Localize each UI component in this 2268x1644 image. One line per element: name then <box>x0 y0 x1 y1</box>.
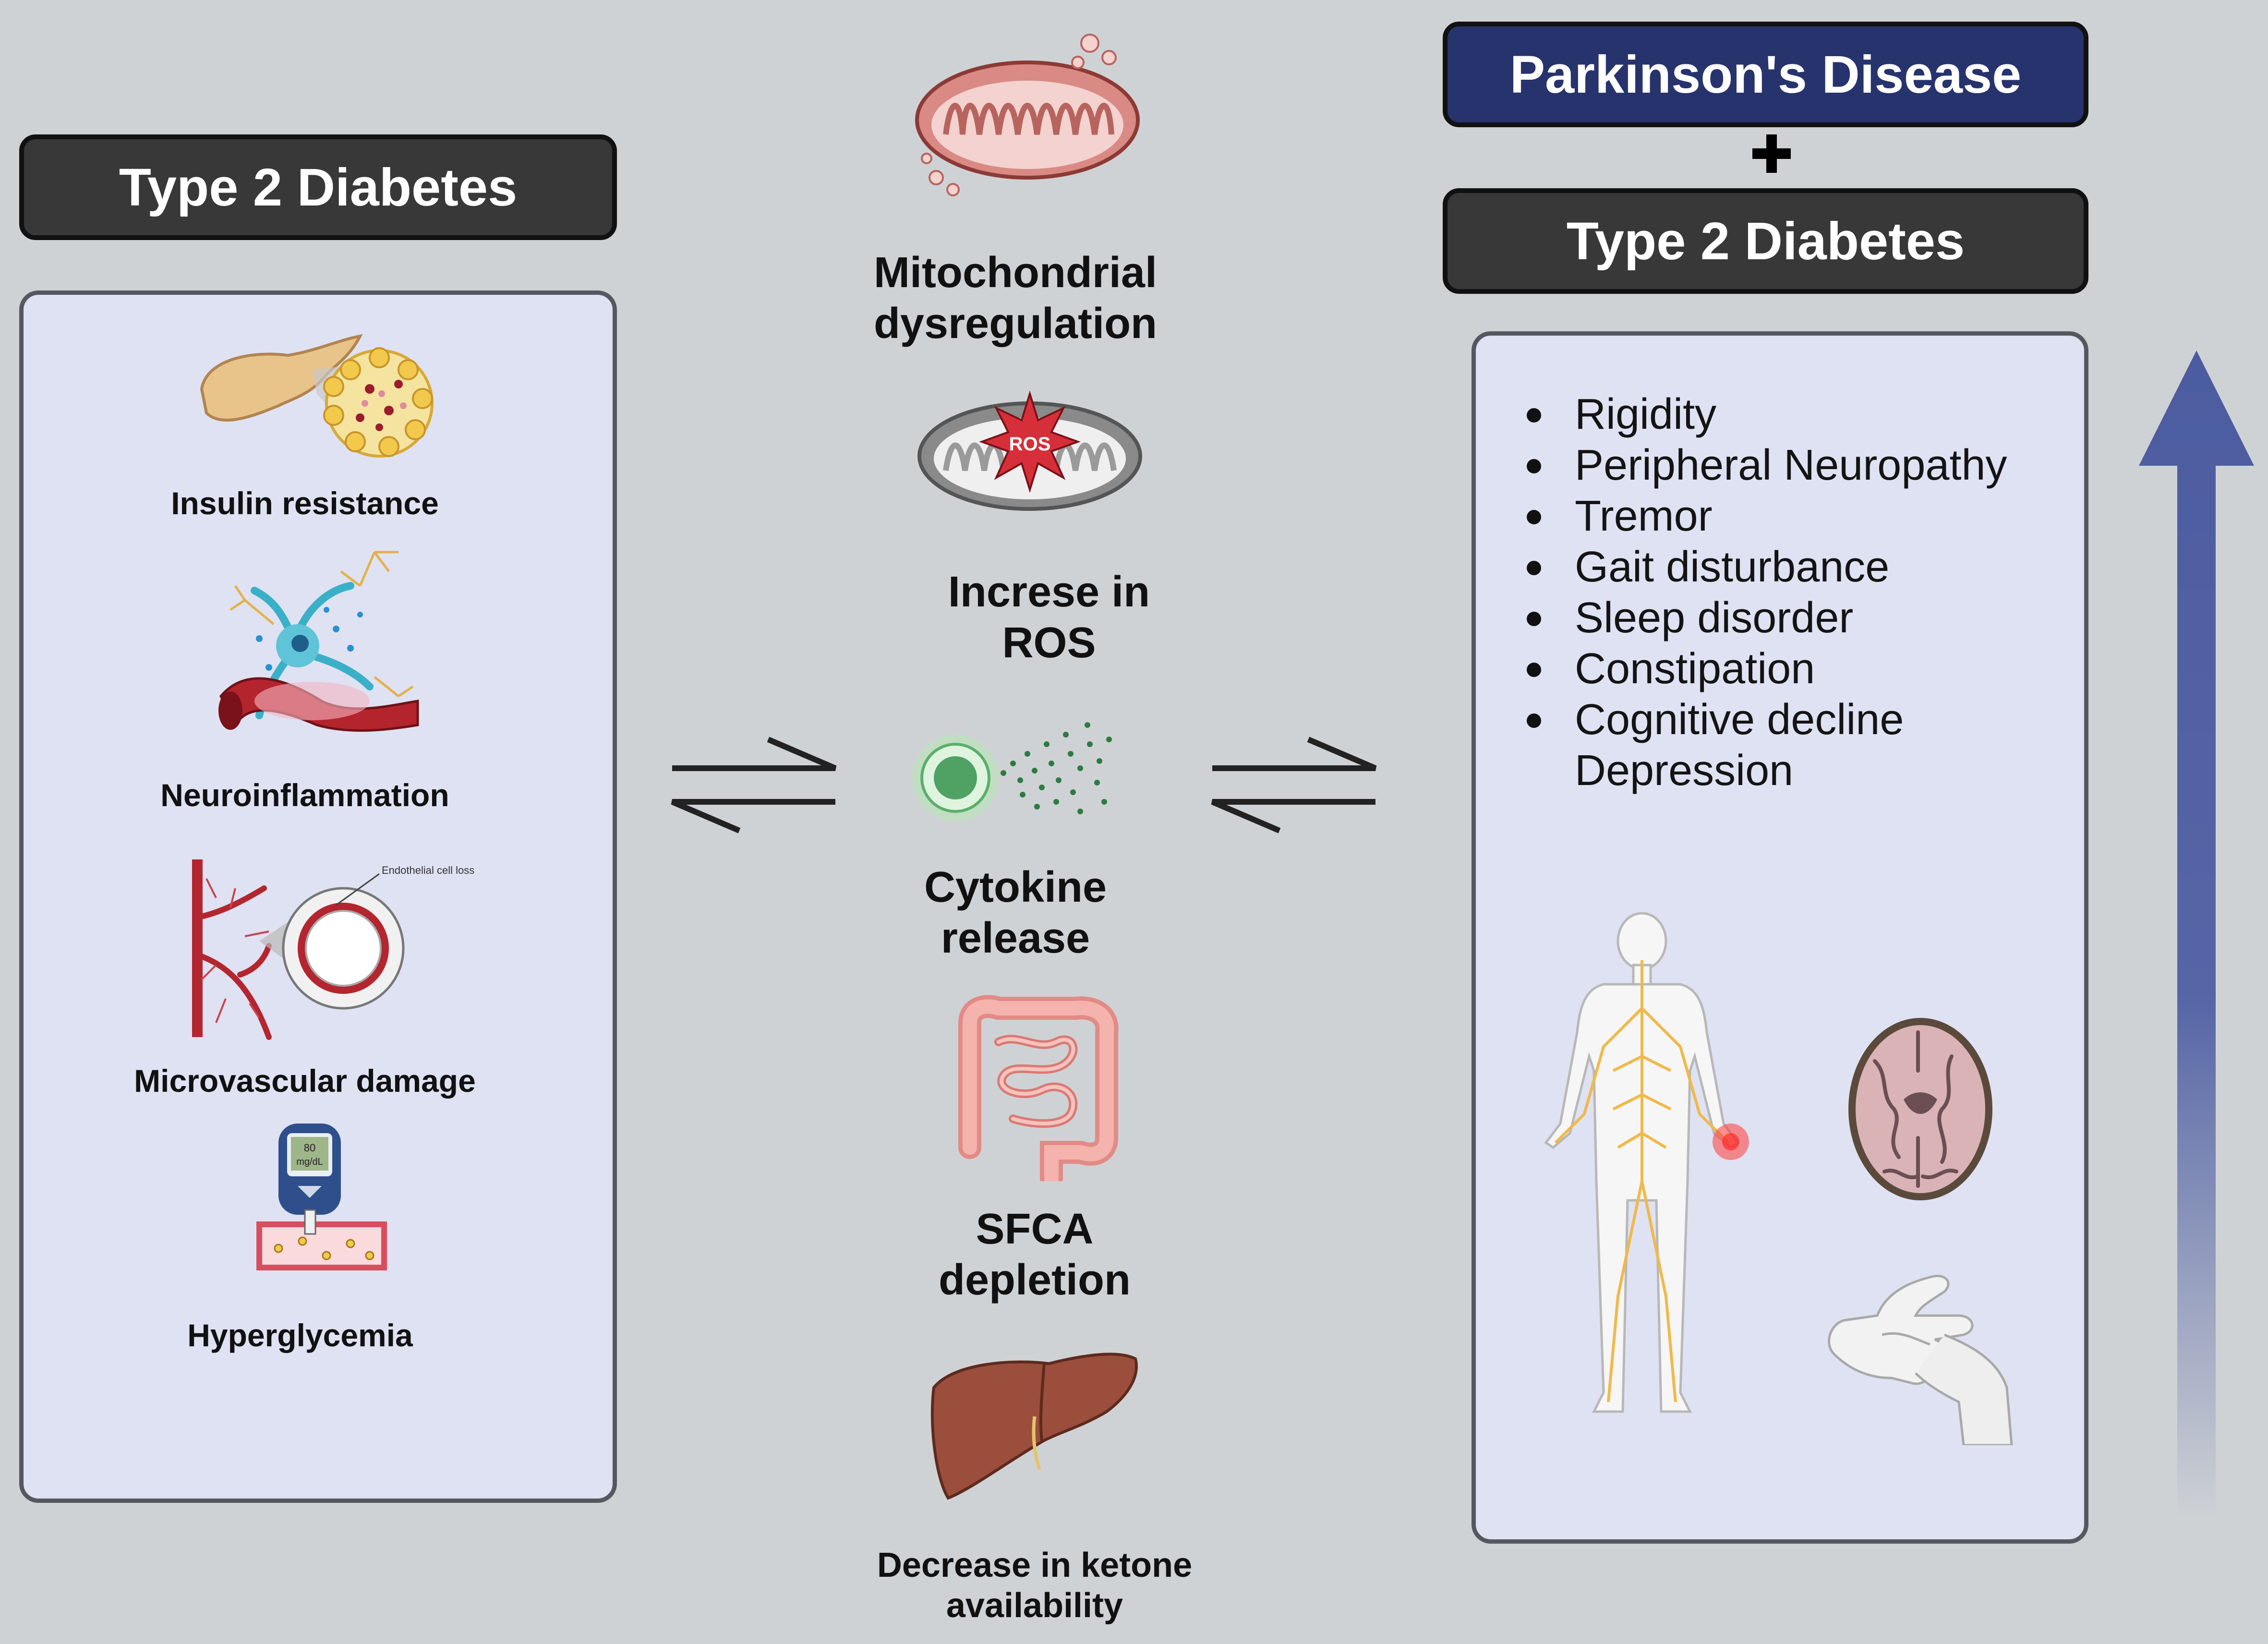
item-label-microvascular-damage: Microvascular damage <box>134 1063 476 1099</box>
symptoms-panel <box>1472 331 2088 1544</box>
symptom-item: Gait disturbance <box>1522 542 2007 592</box>
brain-scan-icon <box>1848 1018 1992 1200</box>
cytokine-cell-icon <box>912 722 1112 821</box>
glucose-meter-icon: 80 mg/dL <box>256 1124 387 1270</box>
mid-label-ketone: Decrease in ketone availability <box>835 1545 1234 1626</box>
mid-label-cytokine-line1: Cytokine <box>924 863 1107 911</box>
plus-icon <box>1748 130 1796 178</box>
mitochondria-icon <box>915 34 1140 196</box>
symptom-text: Rigidity <box>1575 390 1717 438</box>
symptom-item: Peripheral Neuropathy <box>1522 440 2007 491</box>
mid-label-ros-line2: ROS <box>1002 619 1096 667</box>
item-label-hyperglycemia: Hyperglycemia <box>187 1318 413 1353</box>
symptom-item: Cognitive decline <box>1522 694 2007 745</box>
liver-icon <box>930 1353 1138 1500</box>
nervous-system-body-icon <box>1544 912 1749 1413</box>
symptom-text: Cognitive decline <box>1575 696 1904 744</box>
symptom-text: Sleep disorder <box>1575 594 1854 642</box>
mid-label-ketone-line1: Decrease in ketone <box>877 1546 1193 1584</box>
pd-header-title: Parkinson's Disease <box>1509 45 2022 104</box>
intestine-icon <box>958 995 1119 1181</box>
mid-label-ketone-line2: availability <box>946 1586 1123 1625</box>
mid-label-sfca: SFCA depletion <box>835 1204 1234 1306</box>
ros-mitochondria-icon: ROS <box>917 390 1142 511</box>
pd-header: Parkinson's Disease <box>1443 22 2088 127</box>
symptom-text: Constipation <box>1575 645 1815 693</box>
t2d-header-right-title: Type 2 Diabetes <box>1566 211 1965 271</box>
item-label-neuroinflammation: Neuroinflammation <box>160 777 449 813</box>
bullet-icon <box>1527 663 1541 677</box>
mid-label-mitochondrial-line2: dysregulation <box>873 300 1158 348</box>
neuron-vessel-icon <box>218 551 419 732</box>
symptom-item: Constipation <box>1522 643 2007 694</box>
symptom-item: Tremor <box>1522 491 2007 542</box>
callout-endothelial: Endothelial cell loss <box>382 864 474 876</box>
bullet-icon <box>1527 713 1541 728</box>
mid-label-cytokine-line2: release <box>941 914 1090 962</box>
pancreas-islet-icon <box>200 334 434 458</box>
t2d-header-right: Type 2 Diabetes <box>1443 188 2088 294</box>
mid-label-sfca-line1: SFCA <box>976 1205 1094 1253</box>
symptom-item: Rigidity <box>1522 389 2007 440</box>
item-label-insulin-resistance: Insulin resistance <box>171 485 439 521</box>
symptom-item: Sleep disorder <box>1522 592 2007 643</box>
mid-label-sfca-line2: depletion <box>939 1256 1131 1304</box>
blood-vessel-icon: Endothelial cell loss <box>192 859 474 1040</box>
symptom-text: Gait disturbance <box>1575 543 1890 591</box>
progression-up-arrow-icon <box>2139 351 2254 1522</box>
bullet-icon <box>1527 459 1541 473</box>
symptom-text: Depression <box>1575 747 1794 795</box>
left-header-title: Type 2 Diabetes <box>119 157 518 217</box>
meter-value: 80 <box>304 1142 315 1154</box>
bullet-icon <box>1527 612 1541 626</box>
symptom-item: Depression <box>1522 745 2007 796</box>
equilibrium-arrow-right-icon <box>1211 737 1377 834</box>
left-header: Type 2 Diabetes <box>19 134 617 240</box>
bullet-icon <box>1527 510 1541 524</box>
hand-tremor-icon <box>1828 1274 2013 1445</box>
bullet-icon <box>1527 561 1541 575</box>
ros-badge: ROS <box>1009 434 1051 455</box>
equilibrium-arrow-left-icon <box>671 737 837 834</box>
mid-label-mitochondrial-line1: Mitochondrial <box>874 249 1157 297</box>
bullet-icon <box>1527 408 1541 423</box>
mid-label-mitochondrial: Mitochondrial dysregulation <box>816 247 1215 349</box>
symptom-text: Tremor <box>1575 492 1713 540</box>
symptom-text: Peripheral Neuropathy <box>1575 441 2007 489</box>
meter-unit: mg/dL <box>296 1157 323 1167</box>
mid-label-cytokine: Cytokine release <box>816 862 1215 964</box>
mid-label-ros-line1: Increse in <box>948 568 1150 616</box>
symptom-list: Rigidity Peripheral Neuropathy Tremor Ga… <box>1522 389 2007 796</box>
mid-label-ros: Increse in ROS <box>850 567 1248 668</box>
